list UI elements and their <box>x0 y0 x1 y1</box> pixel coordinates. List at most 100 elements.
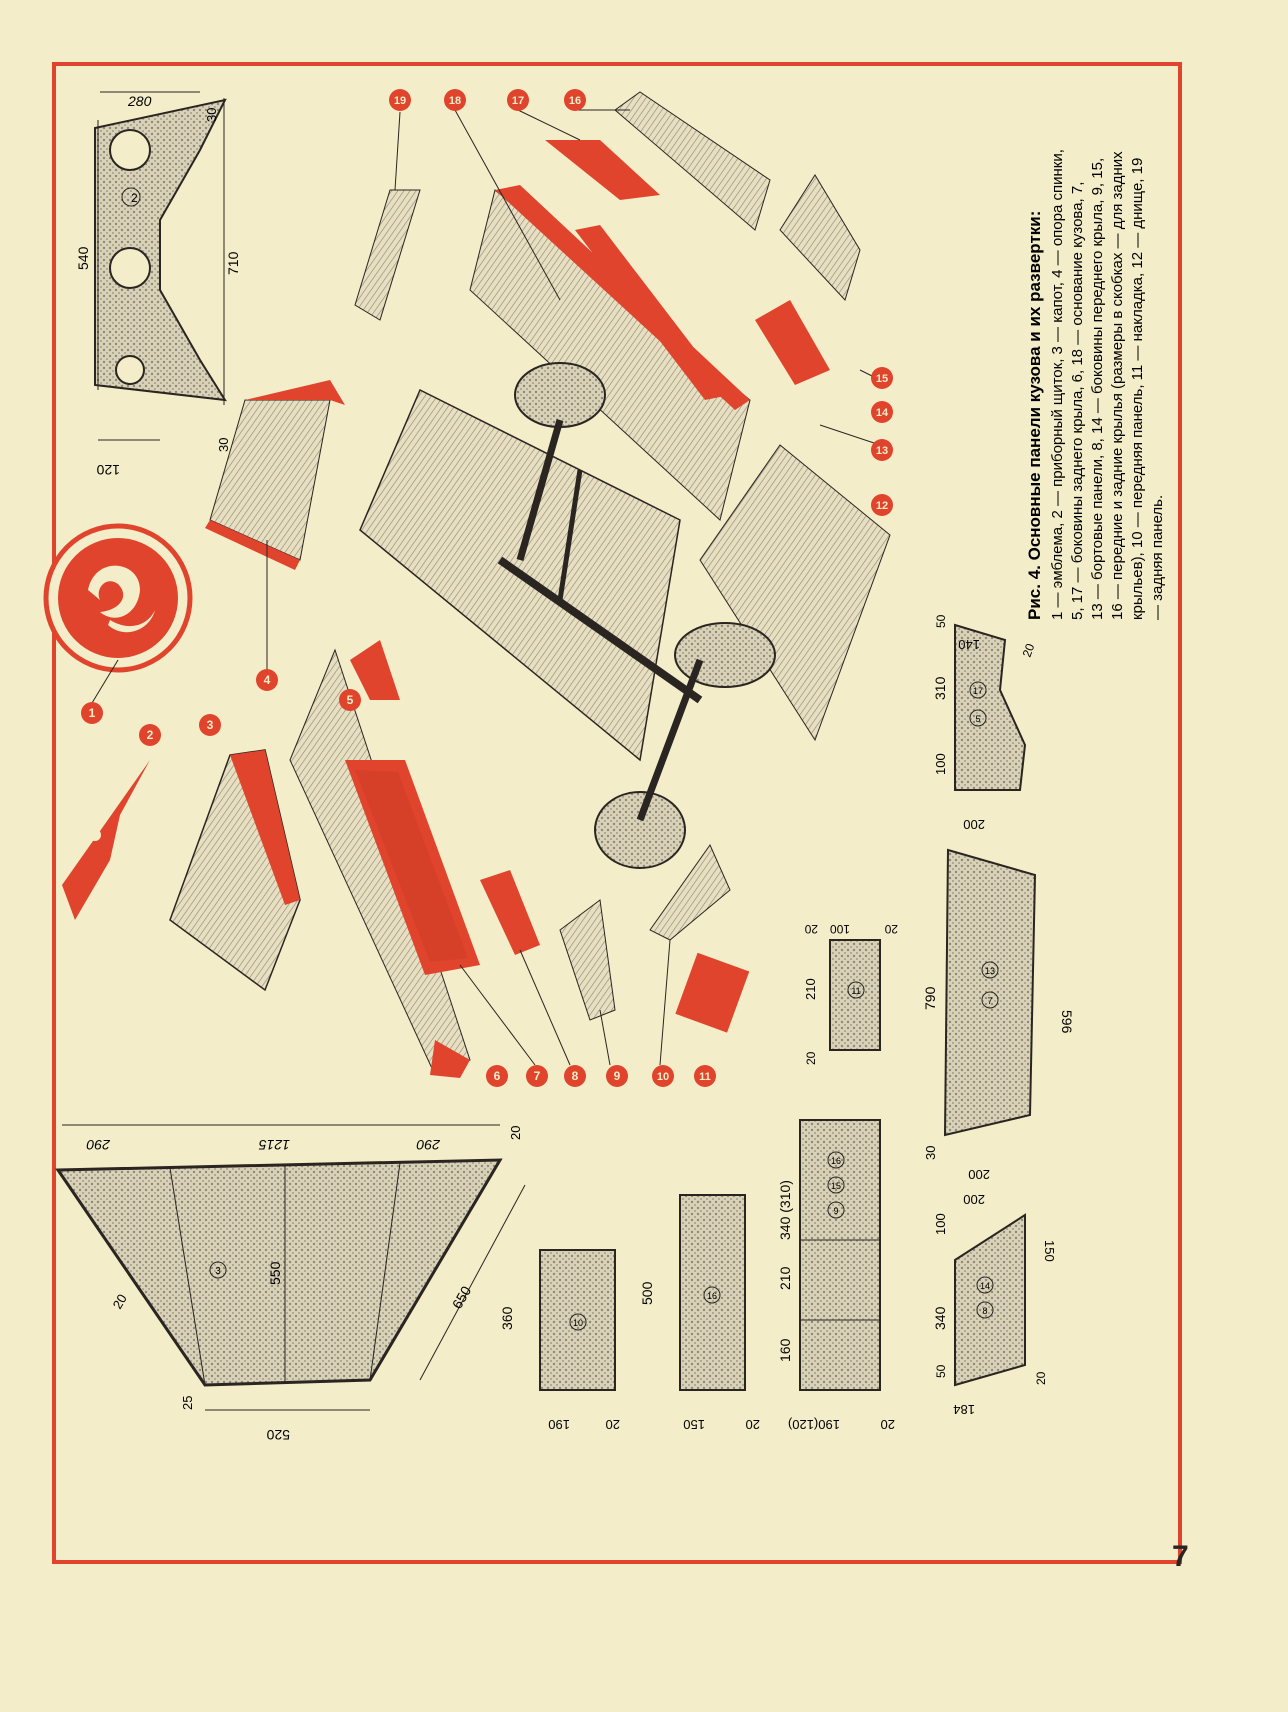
callout-9-label: 9 <box>614 1069 621 1083</box>
chassis-illustration <box>359 362 776 869</box>
callout-13-label: 13 <box>876 445 888 457</box>
dim-p3-c: 290 <box>416 1137 441 1153</box>
dim-p8-g: 184 <box>953 1402 975 1417</box>
dim-p2-b: 30 <box>204 108 219 122</box>
part-9-fender <box>559 899 616 1021</box>
part-14-front-fender-side <box>755 300 830 385</box>
dim-p11-c: 100 <box>830 922 850 936</box>
callout-10-label: 10 <box>657 1071 669 1083</box>
dim-p2-e: 120 <box>96 462 120 478</box>
callout-12-label: 12 <box>876 500 888 512</box>
callout-3: 3 <box>199 714 221 736</box>
part-15-fender <box>779 174 861 301</box>
callout-12: 12 <box>871 494 893 516</box>
callout-6-label: 6 <box>494 1069 501 1083</box>
callout-14-label: 14 <box>876 407 889 419</box>
callout-11-label: 11 <box>699 1071 711 1083</box>
dim-p3-b: 1215 <box>259 1137 290 1153</box>
dim-p16-c: 20 <box>746 1417 760 1432</box>
callout-6: 6 <box>486 1065 508 1087</box>
dim-p8-b: 340 <box>932 1306 948 1330</box>
part-7-side-panel <box>345 760 480 975</box>
callout-10: 10 <box>652 1065 674 1087</box>
dim-p2-d: 710 <box>225 251 241 275</box>
mark-p17: 17 <box>973 686 983 696</box>
dim-p10-a: 360 <box>499 1306 515 1330</box>
callout-4-label: 4 <box>264 673 271 687</box>
mark-p14: 14 <box>980 1281 990 1291</box>
flat-pattern-11 <box>829 939 881 1051</box>
dim-p3-e: 550 <box>267 1261 283 1285</box>
part-11-trim <box>675 952 750 1033</box>
callout-17: 17 <box>507 89 529 111</box>
dim-p2-c: 540 <box>75 246 91 270</box>
caption-line-2: 5, 17 — боковины заднего крыла, 6, 18 — … <box>1069 182 1086 620</box>
dim-p8-c: 50 <box>934 1364 948 1378</box>
flat-pattern-16 <box>679 1194 746 1391</box>
caption-line-6: — задняя панель. <box>1149 495 1166 620</box>
callout-13: 13 <box>871 439 893 461</box>
flat-pattern-10 <box>539 1249 616 1391</box>
callout-15-label: 15 <box>876 373 888 385</box>
marks-p8-14: 8 14 <box>976 1276 994 1319</box>
callout-19-label: 19 <box>394 95 406 107</box>
callout-18: 18 <box>444 89 466 111</box>
dim-p3-d: 20 <box>508 1126 523 1140</box>
caption-line-5: крыльев), 10 — передняя панель, 11 — нак… <box>1129 158 1146 620</box>
dim-p2-f: 30 <box>216 438 231 452</box>
dim-p8-e: 150 <box>1042 1240 1057 1262</box>
part-2-panel <box>62 760 150 920</box>
marks-p5-17: 5 17 <box>969 681 987 727</box>
dim-p5-f: 200 <box>963 817 985 832</box>
callout-7-label: 7 <box>534 1069 541 1083</box>
callout-8-label: 8 <box>572 1069 579 1083</box>
mark-p3: 3 <box>215 1266 221 1277</box>
dim-p9-c: 160 <box>777 1338 793 1362</box>
caption-title: Рис. 4. Основные панели кузова и их разв… <box>1025 211 1044 620</box>
dim-p9-a: 340 (310) <box>777 1180 793 1240</box>
dim-p10-b: 190 <box>548 1417 570 1432</box>
dim-p5-b: 100 <box>933 753 948 775</box>
part-10-front-panel <box>649 843 731 941</box>
dim-p8-f: 20 <box>1034 1371 1048 1385</box>
mark-p8: 8 <box>982 1306 987 1316</box>
dim-p5-e: 20 <box>1020 641 1038 659</box>
part-4-seat-support <box>205 380 345 570</box>
mark-p2: 2 <box>131 191 138 205</box>
dim-p5-d: 140 <box>958 637 980 652</box>
dim-p3-h: 25 <box>180 1396 195 1410</box>
marks-p7-13: 7 13 <box>981 961 999 1009</box>
dim-p7-c: 30 <box>923 1146 938 1160</box>
dim-p9-d: 190(120) <box>788 1417 840 1432</box>
dim-p16-b: 150 <box>683 1417 705 1432</box>
mark-p13: 13 <box>985 966 995 976</box>
dim-p7-b: 596 <box>1059 1010 1075 1034</box>
caption-line-1: 1 — эмблема, 2 — приборный щиток, 3 — ка… <box>1049 149 1066 620</box>
part-8-front-fender-side <box>480 870 540 955</box>
dim-p3-a: 290 <box>86 1137 111 1153</box>
mark-p7: 7 <box>987 996 992 1006</box>
dim-p7-d: 200 <box>968 1167 990 1182</box>
callout-2: 2 <box>139 724 161 746</box>
dim-p8-a: 100 <box>933 1213 948 1235</box>
callout-19: 19 <box>389 89 411 111</box>
callout-8: 8 <box>564 1065 586 1087</box>
figure-caption: Рис. 4. Основные панели кузова и их разв… <box>1025 149 1166 620</box>
emblem-1 <box>43 523 193 673</box>
callout-1: 1 <box>81 702 103 724</box>
part-3-hood <box>169 749 301 992</box>
callout-7: 7 <box>526 1065 548 1087</box>
callout-15: 15 <box>871 367 893 389</box>
callout-5: 5 <box>339 689 361 711</box>
mark-p16b: 16 <box>831 1156 841 1166</box>
dim-p8-d: 200 <box>963 1192 985 1207</box>
dim-p5-c: 50 <box>934 614 948 628</box>
marks-p9-15-16: 9 15 16 <box>827 1151 845 1219</box>
dim-p11-e: 20 <box>884 922 898 936</box>
dim-p7-a: 790 <box>922 986 938 1010</box>
callouts: 1 2 3 4 5 6 7 8 9 10 11 12 13 14 15 16 1… <box>81 89 893 1087</box>
dim-p9-b: 210 <box>777 1266 793 1290</box>
dim-p5-a: 310 <box>932 676 948 700</box>
